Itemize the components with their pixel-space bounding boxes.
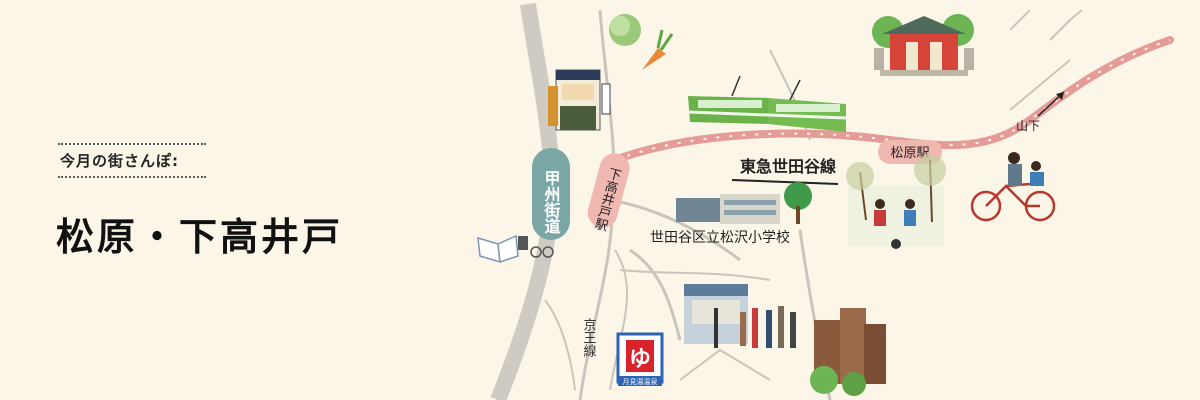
road bbox=[1009, 59, 1071, 111]
apartment-buildings-illustration bbox=[810, 308, 886, 396]
road bbox=[611, 198, 741, 262]
shopping-street-illustration bbox=[684, 284, 796, 348]
corner-shop-illustration bbox=[548, 69, 611, 131]
road bbox=[1049, 9, 1083, 41]
road bbox=[679, 348, 771, 381]
shimotakaido-station-badge: 下高井戸駅 bbox=[587, 153, 630, 234]
road bbox=[544, 299, 576, 391]
school-label: 世田谷区立松沢小学校 bbox=[650, 229, 790, 246]
school-illustration: 世田谷区立松沢小学校 bbox=[650, 182, 812, 246]
yamashita-label: 山下 bbox=[1016, 119, 1040, 133]
tokyu-line-underline bbox=[731, 179, 839, 185]
tokyu-line-label: 東急世田谷線 bbox=[740, 157, 836, 176]
bathhouse-sign: ゆ 月見湯温泉 bbox=[616, 332, 664, 386]
vegetables-illustration bbox=[609, 14, 674, 70]
road bbox=[1009, 9, 1031, 31]
dotted-divider-bottom bbox=[58, 176, 206, 178]
koshu-kaido-label: 甲州街道 bbox=[542, 170, 562, 234]
keio-line-label: 京王線 bbox=[581, 318, 597, 357]
park-children-illustration bbox=[846, 154, 946, 249]
tokyu-setagaya-railway bbox=[611, 36, 1174, 164]
temple-illustration bbox=[872, 14, 974, 76]
koshu-kaido-badge: 甲州街道 bbox=[532, 148, 570, 240]
road bbox=[619, 269, 771, 281]
page-title: 松原・下高井戸 bbox=[56, 215, 344, 259]
dotted-divider-top bbox=[58, 143, 206, 145]
series-kicker: 今月の街さんぽ: bbox=[60, 152, 179, 170]
yamashita-direction: 山下 bbox=[1016, 91, 1065, 133]
matsubara-station-label: 松原駅 bbox=[890, 146, 929, 161]
book-and-coffee-illustration bbox=[477, 234, 554, 264]
illustrated-map: 甲州街道 下高井戸駅 松原駅 東急世田谷線 京王線 bbox=[477, 2, 1174, 400]
title-panel: 今月の街さんぽ: 松原・下高井戸 bbox=[0, 0, 470, 400]
bathhouse-sign-glyph: ゆ bbox=[629, 347, 651, 372]
bathhouse-name-label: 月見湯温泉 bbox=[623, 377, 658, 386]
road bbox=[629, 248, 682, 341]
setagaya-tram-illustration bbox=[687, 75, 847, 132]
coffee-cup bbox=[518, 236, 528, 250]
road bbox=[609, 249, 629, 391]
cyclist-illustration bbox=[970, 152, 1056, 222]
